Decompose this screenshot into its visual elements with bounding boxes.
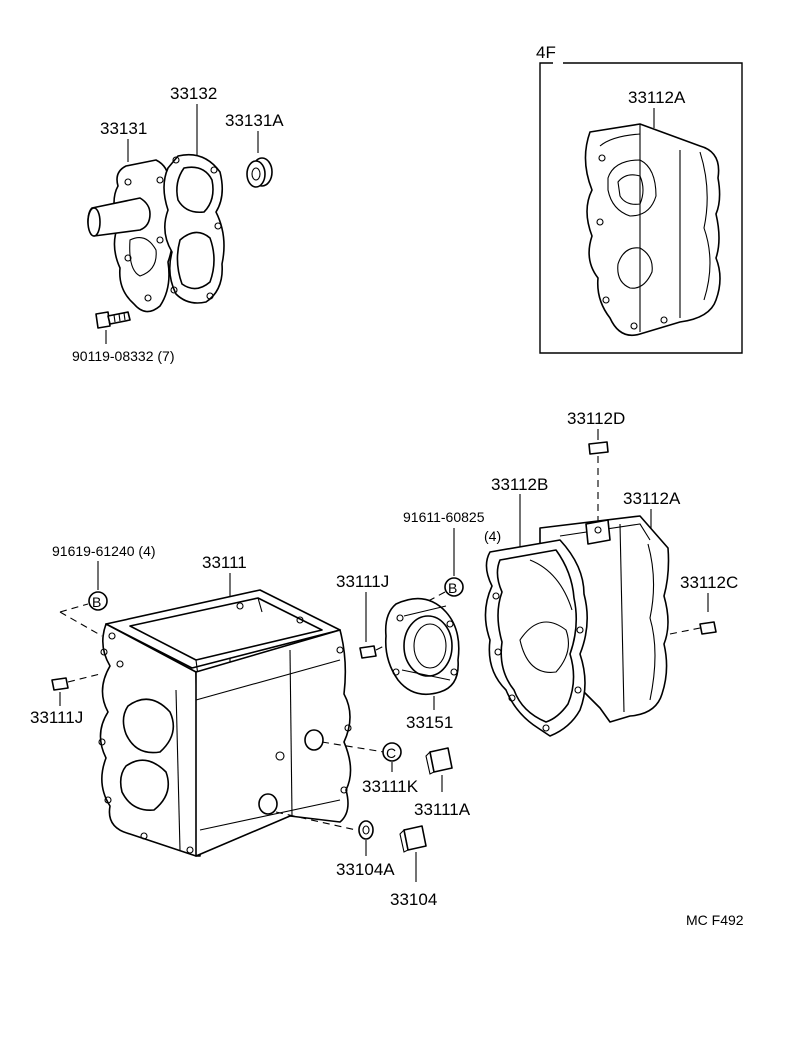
oil-seal-33131A bbox=[246, 157, 273, 188]
label-33111K: 33111K bbox=[362, 777, 419, 796]
label-33104A: 33104A bbox=[336, 860, 395, 879]
label-33111A: 33111A bbox=[414, 800, 471, 819]
label-33111J-top: 33111J bbox=[336, 572, 389, 591]
extension-housing-group: 33132 33131 33131A bbox=[72, 84, 284, 364]
label-91611-60825: 91611-60825 bbox=[403, 509, 485, 525]
label-33111: 33111 bbox=[202, 553, 247, 572]
inset-label: 4F bbox=[536, 43, 556, 62]
label-33131: 33131 bbox=[100, 119, 147, 138]
label-33112A-inset: 33112A bbox=[628, 88, 686, 107]
transfer-case-4f bbox=[584, 123, 721, 337]
pin-33111J-top bbox=[359, 645, 377, 659]
pin-33111J-left bbox=[51, 677, 69, 691]
label-33131A: 33131A bbox=[225, 111, 284, 130]
bolt-marker-91619: B bbox=[88, 591, 108, 611]
bolt-marker-91611: B bbox=[444, 577, 464, 597]
rear-case-group: 33112D 33112B 33112A 33112C 91611-60825 … bbox=[403, 409, 738, 737]
bolt-90119 bbox=[95, 311, 131, 344]
clip-symbol: C bbox=[386, 745, 396, 761]
label-33112A: 33112A bbox=[623, 489, 681, 508]
label-33112D: 33112D bbox=[567, 409, 625, 428]
pin-33112C bbox=[699, 621, 717, 635]
gasket-33112B bbox=[484, 539, 588, 737]
washer-33104A bbox=[358, 820, 374, 840]
gasket-33132 bbox=[163, 153, 225, 304]
plug-33104 bbox=[399, 825, 427, 853]
label-33111J-left: 33111J bbox=[30, 708, 83, 727]
label-33104: 33104 bbox=[390, 890, 437, 909]
label-33151: 33151 bbox=[406, 713, 453, 732]
plug-33111A bbox=[425, 747, 453, 775]
label-91619-61240: 91619-61240 (4) bbox=[52, 543, 156, 559]
inset-4f: 4F 33112A bbox=[536, 43, 743, 354]
label-90119-08332: 90119-08332 (7) bbox=[72, 348, 174, 364]
label-33112C: 33112C bbox=[680, 573, 738, 592]
transmission-case-group: 91619-61240 (4) B 33111 bbox=[30, 543, 471, 909]
plug-33112D bbox=[588, 441, 609, 455]
bolt-symbol-91611: B bbox=[448, 580, 457, 596]
label-91611-qty: (4) bbox=[484, 528, 501, 544]
label-33112B: 33112B bbox=[491, 475, 548, 494]
bearing-retainer-33131 bbox=[87, 159, 174, 313]
diagram-code: MC F492 bbox=[686, 912, 744, 928]
bolt-symbol-91619: B bbox=[92, 594, 101, 610]
transmission-case-33111 bbox=[98, 589, 352, 857]
bearing-retainer-33151 bbox=[384, 597, 460, 696]
label-33132: 33132 bbox=[170, 84, 217, 103]
bearing-retainer-group: 33111J 33151 bbox=[336, 572, 460, 732]
clip-marker-33111K: C bbox=[382, 742, 402, 762]
